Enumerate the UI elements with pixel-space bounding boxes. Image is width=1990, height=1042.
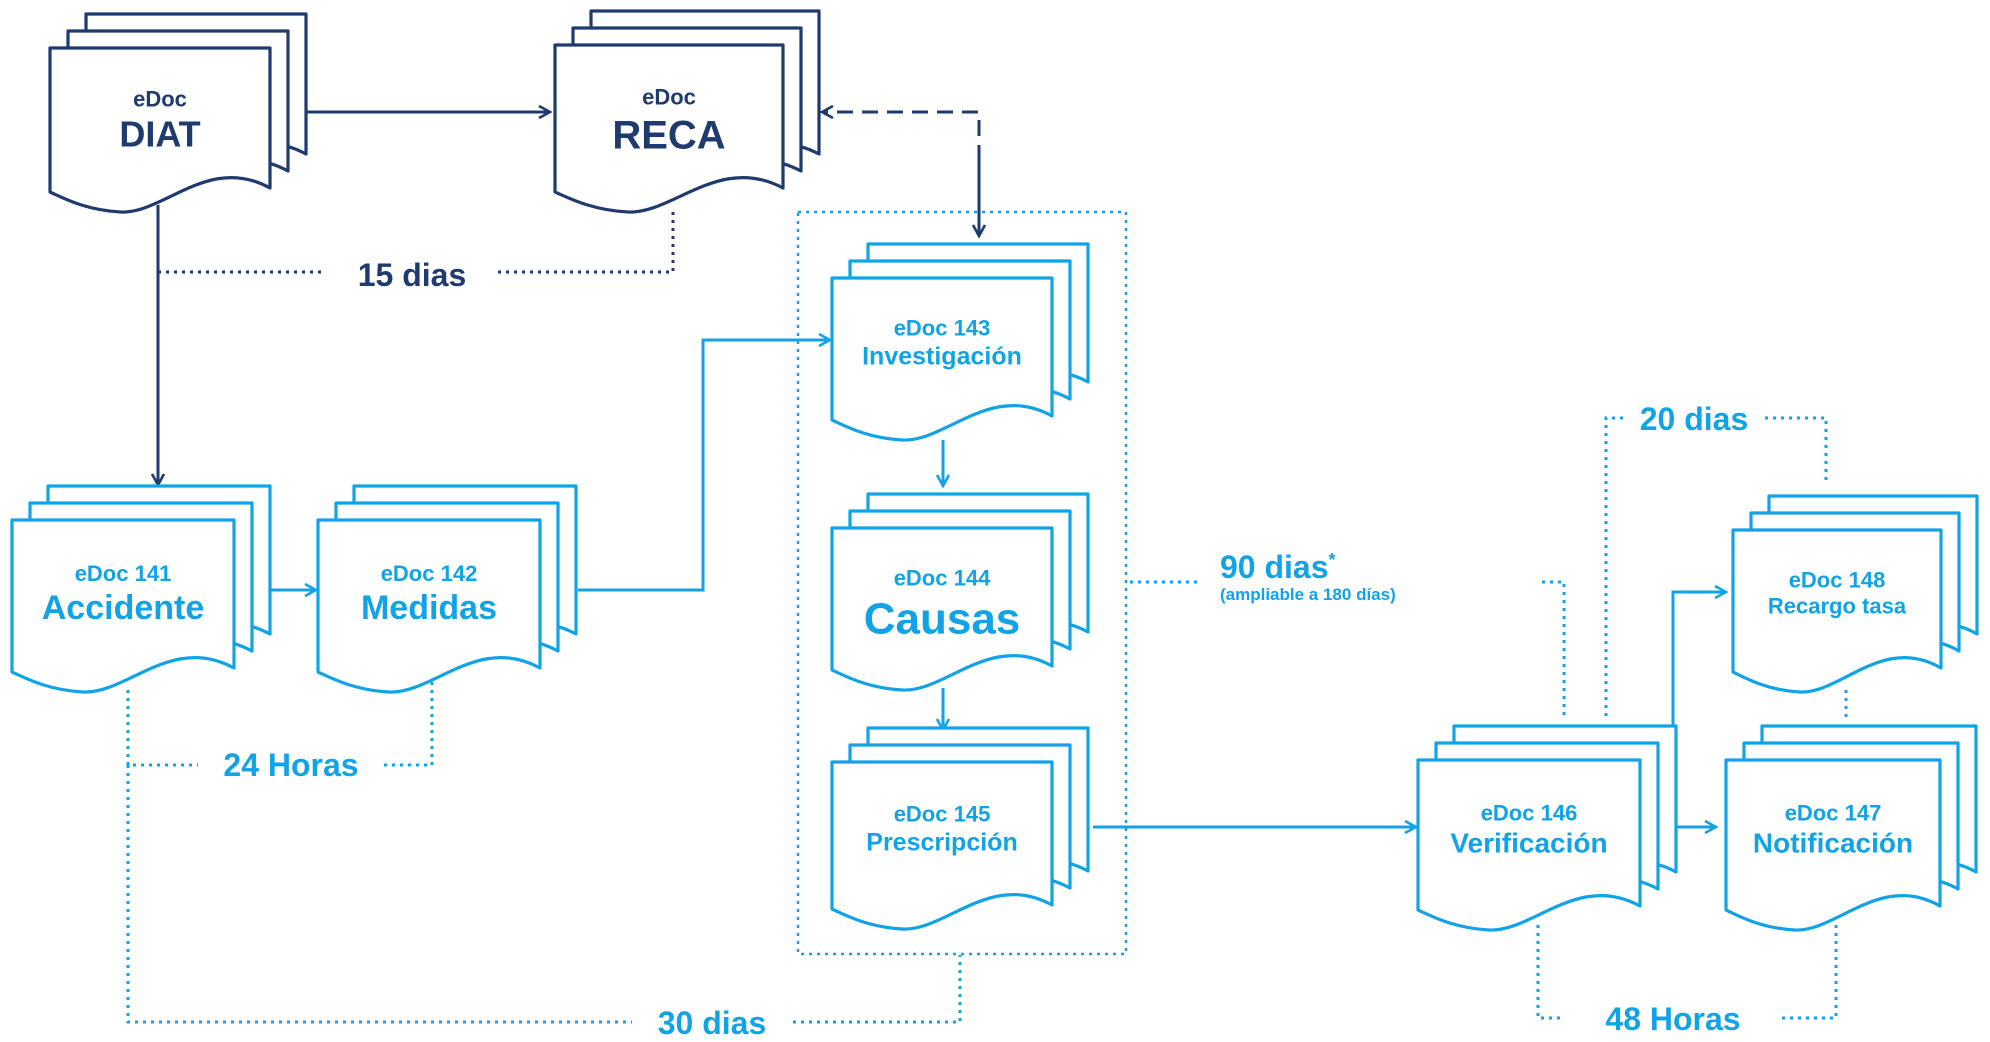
document-id: eDoc 143 — [894, 316, 991, 341]
document-id: eDoc 144 — [894, 566, 991, 591]
document-id: eDoc 145 — [894, 801, 991, 826]
document-title: Recargo tasa — [1768, 594, 1907, 619]
document-sheet-front — [1731, 528, 1943, 694]
blue-connectors — [126, 210, 1848, 1024]
label-48-horas: 48 Horas — [1605, 1001, 1740, 1037]
document-sheet-front — [553, 43, 785, 214]
dotted-connector-15-dias-right — [498, 210, 675, 274]
document-id: eDoc 141 — [75, 561, 172, 586]
arrow-verificacion-to-recargo — [1671, 592, 1726, 760]
dark-connectors — [158, 112, 979, 485]
dotted-group-frame — [796, 210, 1128, 956]
document-id: eDoc 146 — [1481, 800, 1578, 825]
dotted-connector-30-dias — [126, 765, 962, 1024]
label-15-dias: 15 dias — [358, 257, 467, 293]
dotted-connector-48-horas — [1536, 925, 1838, 1020]
document-title: Prescripción — [866, 828, 1017, 856]
label-90-dias-note: (ampliable a 180 días) — [1220, 585, 1396, 604]
document-sheet-front — [1416, 758, 1642, 932]
label-90-dias-asterisk: * — [1329, 550, 1336, 570]
document-title: Investigación — [862, 343, 1022, 371]
document-title: Verificación — [1450, 827, 1607, 858]
document-sheet-front — [1724, 758, 1942, 932]
document-title: Medidas — [361, 589, 497, 627]
dashed-arrow-reca-investigacion — [822, 112, 981, 236]
label-20-dias: 20 dias — [1640, 401, 1749, 437]
document-id: eDoc 142 — [381, 561, 478, 586]
document-id: eDoc 147 — [1785, 800, 1882, 825]
document-id: eDoc 148 — [1789, 568, 1886, 593]
document-sheet-front — [48, 46, 272, 214]
document-title: RECA — [612, 113, 725, 157]
dotted-connector-90-dias — [1130, 580, 1566, 716]
label-90-dias: 90 dias* — [1220, 549, 1336, 585]
document-sheet-front — [10, 518, 236, 694]
label-30-dias: 30 dias — [658, 1005, 767, 1041]
duration-labels: 15 dias 24 Horas 30 dias 90 dias* (ampli… — [223, 257, 1748, 1041]
document-sheet-front — [830, 760, 1054, 931]
document-title: Accidente — [42, 589, 205, 627]
label-24-horas: 24 Horas — [223, 747, 358, 783]
document-sheet-front — [830, 276, 1054, 442]
document-id: eDoc — [133, 86, 187, 111]
arrow-medidas-to-investigacion — [578, 340, 830, 592]
document-id: eDoc — [642, 84, 696, 109]
dotted-connector-20-dias — [1604, 416, 1828, 716]
document-sheet-front — [830, 526, 1054, 692]
document-title: DIAT — [119, 113, 200, 154]
document-title: Causas — [864, 595, 1021, 644]
document-title: Notificación — [1753, 827, 1913, 858]
document-sheet-front — [316, 518, 542, 694]
